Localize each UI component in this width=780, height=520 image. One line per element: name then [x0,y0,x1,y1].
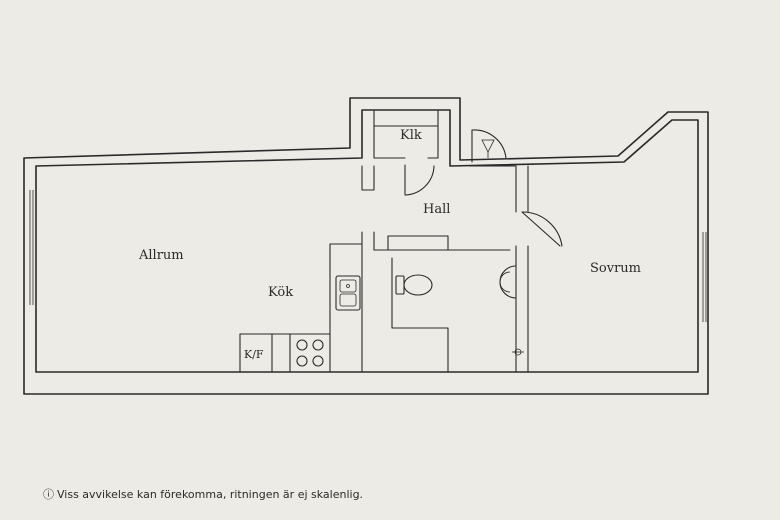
closet [373,109,439,159]
room-label-sovrum: Sovrum [590,261,641,276]
stove-icon [296,339,324,367]
interior-walls [361,165,529,373]
room-label-hall: Hall [423,202,450,217]
floor-drain-icon [512,348,524,356]
toilet-icon [395,274,433,296]
kitchen-counter [239,243,363,373]
label-fridge-freezer: K/F [244,348,264,361]
room-label-kok: Kök [268,285,293,300]
disclaimer-text: Viss avvikelse kan förekomma, ritningen … [57,488,364,501]
electrical-panel-icon [481,139,495,158]
room-label-allrum: Allrum [138,248,184,263]
doors [404,129,563,247]
outer-walls [23,97,709,395]
sink-icon [335,275,361,311]
windows [29,190,707,322]
info-circle-icon: ⓘ [43,488,54,501]
washbasin-icon [499,265,517,299]
room-label-klk: Klk [400,128,422,143]
